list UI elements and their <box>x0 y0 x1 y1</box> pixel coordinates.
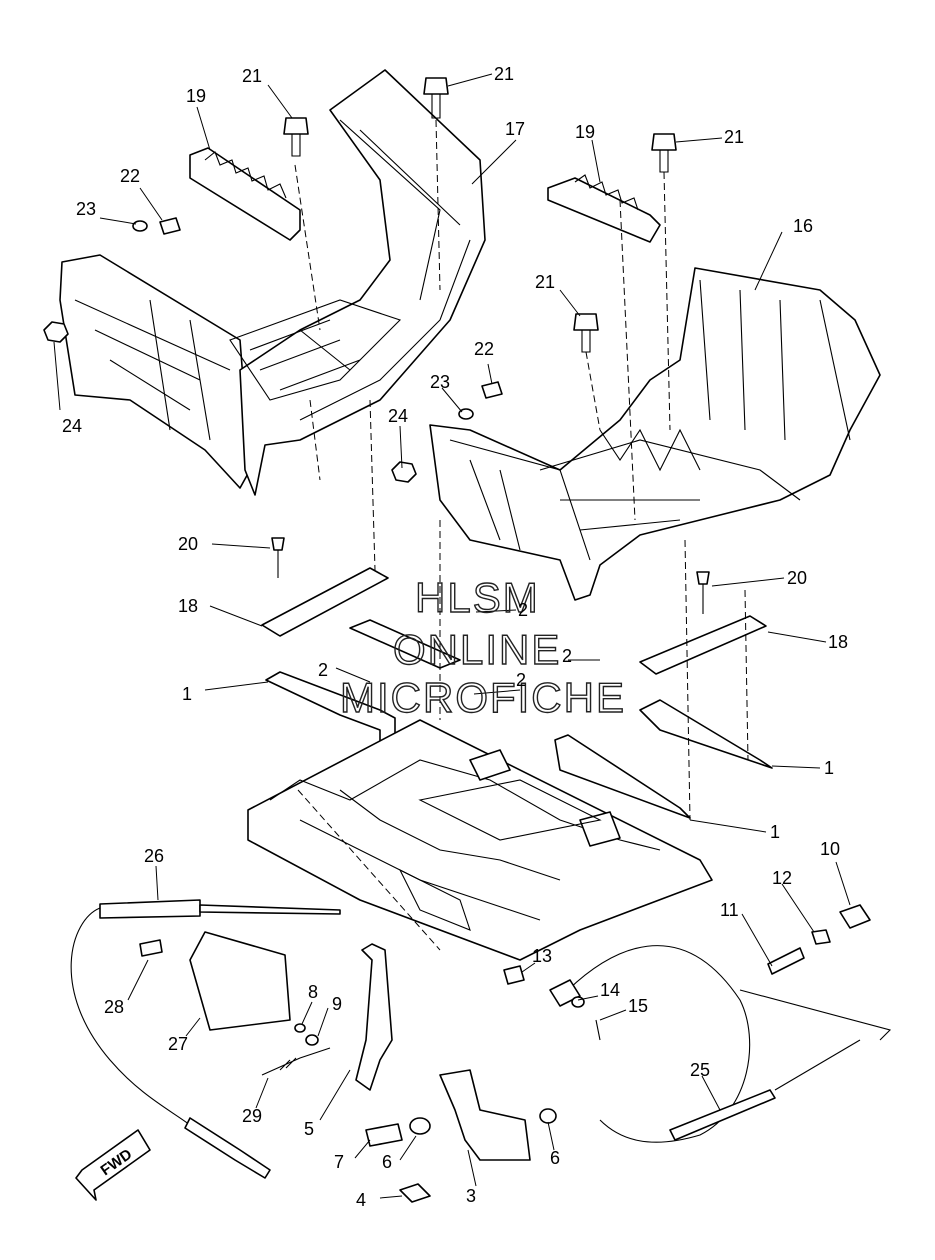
callout-21: 21 <box>494 64 514 84</box>
watermark: HLSM ONLINE MICROFICHE <box>339 573 626 721</box>
callout-6: 6 <box>550 1148 560 1168</box>
callout-1: 1 <box>182 684 192 704</box>
left-footrest-assembly <box>59 69 486 496</box>
watermark-line-2: ONLINE <box>393 626 561 673</box>
callout-20: 20 <box>178 534 198 554</box>
callout-21: 21 <box>535 272 555 292</box>
callout-22: 22 <box>474 339 494 359</box>
dashed-guide-lines <box>294 119 749 951</box>
callout-22: 22 <box>120 166 140 186</box>
callout-labels: 21 21 21 21 19 19 17 16 22 22 23 23 24 2… <box>62 64 848 1210</box>
watermark-line-1: HLSM <box>415 574 540 621</box>
callout-3: 3 <box>466 1186 476 1206</box>
callout-2: 2 <box>518 600 528 620</box>
callout-17: 17 <box>505 119 525 139</box>
fasteners <box>43 77 710 614</box>
callout-18: 18 <box>178 596 198 616</box>
callout-19: 19 <box>186 86 206 106</box>
callout-13: 13 <box>532 946 552 966</box>
callout-27: 27 <box>168 1034 188 1054</box>
callout-1: 1 <box>824 758 834 778</box>
brackets <box>261 567 773 819</box>
callout-24: 24 <box>388 406 408 426</box>
callout-4: 4 <box>356 1190 366 1210</box>
callout-5: 5 <box>304 1119 314 1139</box>
callout-21: 21 <box>242 66 262 86</box>
fwd-arrow: FWD <box>75 1129 151 1201</box>
callout-18: 18 <box>828 632 848 652</box>
callout-14: 14 <box>600 980 620 1000</box>
callout-2: 2 <box>562 646 572 666</box>
callout-25: 25 <box>690 1060 710 1080</box>
cables <box>70 899 892 1179</box>
callout-28: 28 <box>104 997 124 1017</box>
callout-11: 11 <box>720 900 739 920</box>
callout-20: 20 <box>787 568 807 588</box>
callout-2: 2 <box>516 670 526 690</box>
callout-16: 16 <box>793 216 813 236</box>
callout-7: 7 <box>334 1152 344 1172</box>
callout-10: 10 <box>820 839 840 859</box>
watermark-line-3: MICROFICHE <box>340 674 626 721</box>
brake-pedal-parts <box>139 931 601 1203</box>
callout-15: 15 <box>628 996 648 1016</box>
callout-26: 26 <box>144 846 164 866</box>
callout-8: 8 <box>308 982 318 1002</box>
callout-24: 24 <box>62 416 82 436</box>
frame <box>247 719 713 961</box>
right-footrest-assembly <box>429 267 881 601</box>
callout-29: 29 <box>242 1106 262 1126</box>
callout-21: 21 <box>724 127 744 147</box>
callout-6: 6 <box>382 1152 392 1172</box>
footrest-pads <box>189 147 661 243</box>
callout-9: 9 <box>332 994 342 1014</box>
callout-23: 23 <box>76 199 96 219</box>
callout-1: 1 <box>770 822 780 842</box>
leader-lines <box>53 73 851 1199</box>
callout-2: 2 <box>318 660 328 680</box>
callout-19: 19 <box>575 122 595 142</box>
callout-23: 23 <box>430 372 450 392</box>
callout-12: 12 <box>772 868 792 888</box>
